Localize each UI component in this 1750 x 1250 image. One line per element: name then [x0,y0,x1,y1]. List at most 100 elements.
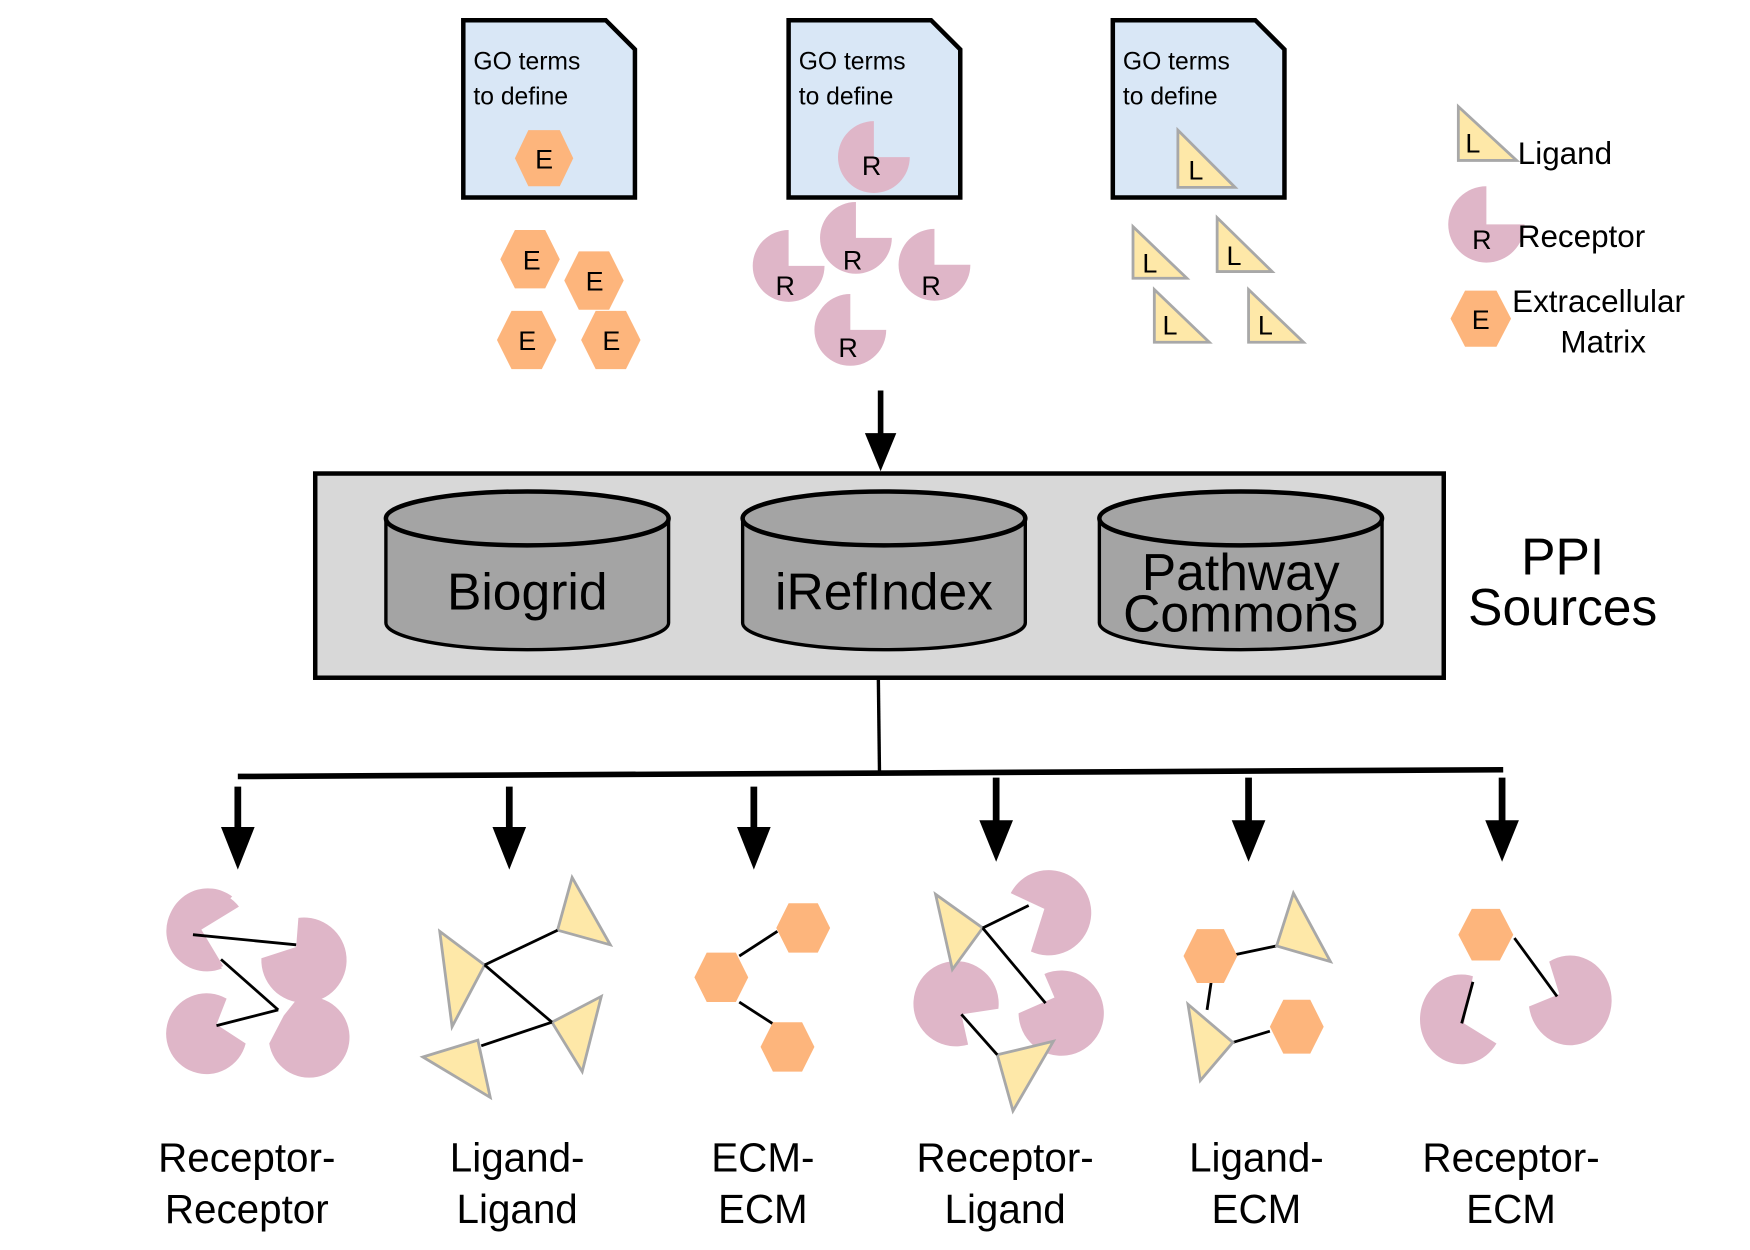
ligand-triangle-icon [419,1038,493,1101]
label-receptor-ligand-line1: Receptor- [916,1134,1093,1180]
glyph-e: E [535,144,553,174]
ligand-triangle-icon: L [1247,286,1308,344]
label-receptor-ecm-line1: Receptor- [1422,1134,1599,1180]
doc-label-line2: to define [799,83,894,110]
interaction-type-labels: Receptor- Receptor Ligand- Ligand ECM- E… [158,1134,1600,1232]
glyph-l: L [1142,249,1157,279]
database-label: iRefIndex [775,562,993,620]
arrow-down-icon [1231,820,1266,862]
arrow-down-icon [979,820,1013,862]
label-ligand-ligand-line1: Ligand- [450,1134,585,1180]
ppi-sources-title-line2: Sources [1468,578,1657,636]
database-cylinder-top [1097,489,1385,548]
ecm-hexagon-icon: E [500,230,560,289]
ecm-hexagon-icon: E [564,251,624,310]
interaction-edge [484,928,559,967]
glyph-r: R [862,151,881,181]
interaction-edge [220,958,280,1011]
interaction-edge [480,1020,553,1048]
legend-label-ecm-line2: Matrix [1560,324,1646,359]
go-document-ecm: GO terms to define E [461,17,638,200]
ecm-hexagon-icon [1458,908,1514,961]
glyph-r: R [1472,225,1491,255]
arrow-down-icon [492,826,527,870]
ecm-cluster: E E E E [496,230,641,370]
interaction-edge [1460,981,1475,1024]
glyph-r: R [843,245,862,275]
legend-label-receptor: Receptor [1518,219,1645,254]
glyph-e: E [1472,305,1490,335]
database-cylinder-top [383,489,671,548]
label-receptor-receptor-line2: Receptor [165,1186,329,1232]
connector-bar [237,766,1504,780]
ecm-hexagon-icon [1183,929,1238,983]
database-irefindex: iRefIndex [740,489,1028,652]
input-arrow [864,390,897,472]
ecm-hexagon-icon: E [581,310,641,370]
receptor-pacman-icon [1010,870,1092,956]
ligand-triangle-icon [1274,889,1334,964]
doc-label-line1: GO terms [473,49,580,76]
doc-label-line1: GO terms [799,49,906,76]
glyph-e: E [586,267,604,297]
receptor-cluster: R R R R [752,201,971,366]
network-receptor-receptor [166,888,350,1078]
label-receptor-ecm-line2: ECM [1466,1186,1556,1232]
glyph-r: R [776,271,795,301]
go-document-ligand: GO terms to define L [1110,17,1287,200]
doc-label-line2: to define [1123,83,1218,110]
glyph-l: L [1465,129,1480,159]
receptor-pacman-icon [261,917,347,1003]
glyph-l: L [1188,156,1203,186]
network-ligand-ligand [419,873,614,1101]
interaction-edge [960,1013,999,1056]
glyph-l: L [1258,310,1273,340]
ligand-triangle-icon [555,873,614,948]
document-icon [1110,17,1287,200]
receptor-pacman-icon: R [1448,186,1525,263]
network-ecm-ecm [694,903,831,1072]
ligand-triangle-icon [933,891,985,973]
interaction-edge [1232,1029,1271,1044]
label-ligand-ecm-line2: ECM [1212,1186,1302,1232]
output-arrows [220,777,1519,870]
receptor-pacman-icon: R [837,121,910,193]
glyph-e: E [602,326,620,356]
arrow-receptor-ligand [979,777,1013,862]
receptor-pacman-icon [913,961,999,1047]
ecm-hexagon-icon [1269,999,1324,1054]
interaction-edge [738,1000,779,1028]
ligand-triangle-icon [549,993,604,1076]
ppi-sources-title-line1: PPI [1521,528,1604,586]
ligand-triangle-icon [437,928,487,1032]
glyph-r: R [921,271,940,301]
database-label: Biogrid [447,562,608,620]
arrow-receptor-receptor [220,786,255,870]
ecm-hexagon-icon [694,952,749,1003]
ppi-sources-box: Biogrid iRefIndex Pathway Commons [312,471,1446,680]
database-cylinder-icon [1097,516,1384,652]
glyph-r: R [838,333,857,363]
arrow-down-icon [220,826,255,870]
receptor-pacman-icon: R [898,228,971,301]
interaction-edge [981,927,1047,1005]
receptor-pacman-icon: R [820,201,892,275]
network-receptor-ligand [913,870,1104,1115]
interaction-edge [1513,937,1559,998]
legend: L Ligand R Receptor E Extracellular Matr… [1448,103,1685,359]
receptor-pacman-icon [167,888,233,970]
interaction-edge [216,1008,279,1027]
receptor-pacman-icon [166,993,246,1075]
label-ecm-ecm-line1: ECM- [711,1134,814,1180]
ligand-triangle-icon: L [1456,103,1521,162]
ligand-cluster: L L L L [1131,214,1308,344]
ligand-triangle-icon: L [1131,223,1191,280]
ligand-triangle-icon: L [1215,214,1276,273]
connector-stem [876,679,882,773]
go-document-receptor: GO terms to define R [786,17,963,200]
database-pathway-commons: Pathway Commons [1097,489,1385,652]
legend-label-ligand: Ligand [1518,136,1612,171]
database-biogrid: Biogrid [383,489,671,652]
legend-item-receptor: R Receptor [1448,186,1645,263]
